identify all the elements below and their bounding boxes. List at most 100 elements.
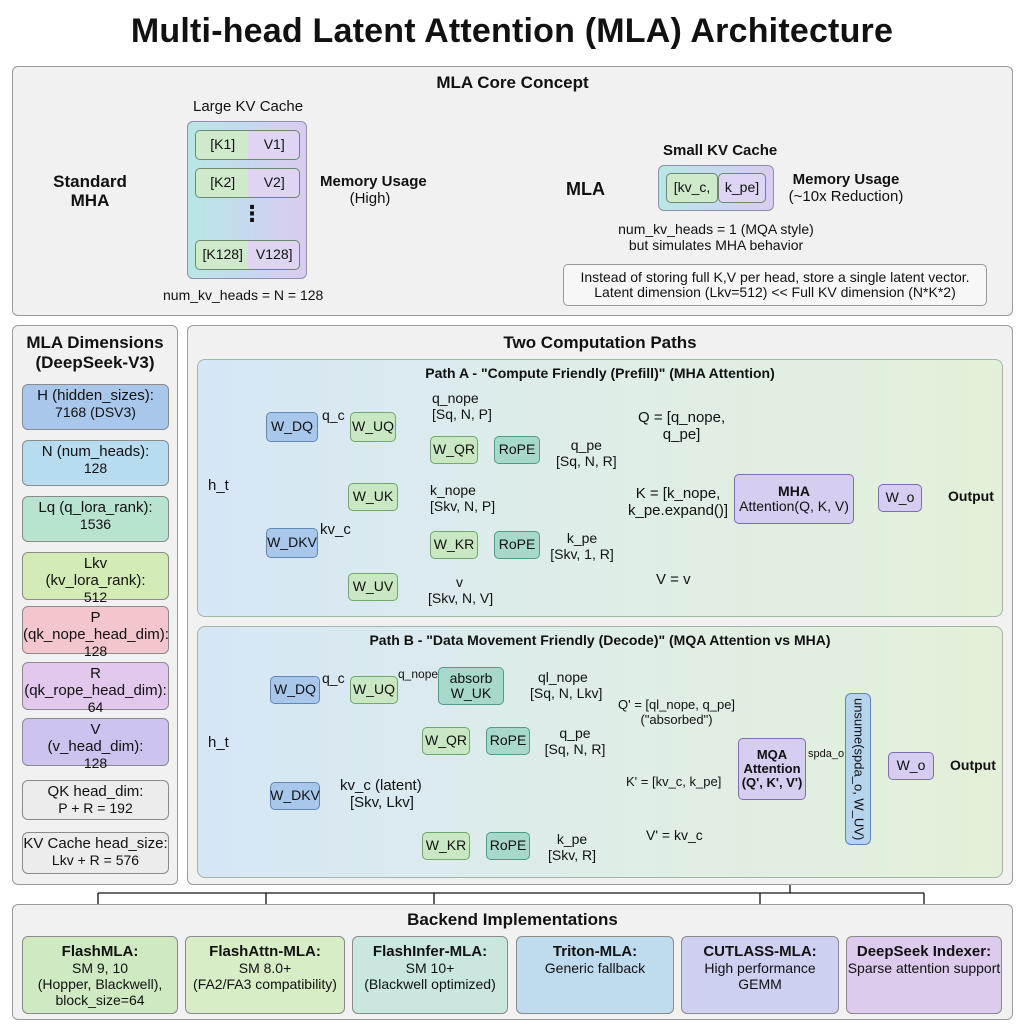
b-w-dkv: W_DKV bbox=[270, 782, 320, 810]
dimension-card: Lkv(kv_lora_rank):512 bbox=[22, 552, 169, 604]
kv-row-128: [K128]V128] bbox=[195, 240, 300, 270]
large-kv-cache-title: Large KV Cache bbox=[193, 98, 304, 115]
dimension-line: KV Cache head_size: bbox=[23, 835, 168, 852]
b-w-dq: W_DQ bbox=[270, 676, 320, 704]
a-w-kr: W_KR bbox=[430, 531, 478, 559]
backends-title: Backend Implementations bbox=[407, 910, 618, 929]
a-w-dq: W_DQ bbox=[266, 412, 318, 442]
dimension-line: 1536 bbox=[79, 515, 112, 532]
a-output: Output bbox=[948, 488, 994, 504]
backend-detail: SM 10+ bbox=[405, 960, 455, 977]
b-w-kr: W_KR bbox=[422, 832, 470, 860]
b-w-qr: W_QR bbox=[422, 727, 470, 755]
dimension-line: 7168 (DSV3) bbox=[55, 403, 136, 420]
dimensions-title: MLA Dimensions(DeepSeek-V3) bbox=[26, 333, 164, 372]
backend-detail: block_size=64 bbox=[55, 992, 145, 1009]
a-q-eq: Q = [q_nope,q_pe] bbox=[638, 409, 726, 443]
dimension-line: Lq (q_lora_rank): bbox=[38, 499, 153, 516]
mla-label: MLA bbox=[566, 179, 605, 199]
backend-detail: Generic fallback bbox=[544, 960, 646, 977]
page-title: Multi-head Latent Attention (MLA) Archit… bbox=[130, 12, 894, 50]
backend-card: FlashInfer-MLA:SM 10+(Blackwell optimize… bbox=[352, 936, 508, 1014]
b-q-eq: Q' = [ql_nope, q_pe]("absorbed") bbox=[618, 697, 736, 727]
b-kv-c: kv_c (latent)[Skv, Lkv] bbox=[340, 777, 422, 811]
memory-low-label: Memory Usage(~10x Reduction) bbox=[788, 171, 904, 205]
b-k-eq: K' = [kv_c, k_pe] bbox=[626, 774, 722, 789]
b-output: Output bbox=[950, 757, 996, 773]
dimension-card: N (num_heads):128 bbox=[22, 440, 169, 486]
dimension-line: 128 bbox=[83, 754, 108, 771]
dimension-line: N (num_heads): bbox=[41, 443, 150, 460]
a-w-uv: W_UV bbox=[348, 573, 398, 601]
dimension-card: P(qk_nope_head_dim):128 bbox=[22, 606, 169, 658]
kv-ellipsis: ⋮ bbox=[241, 201, 263, 226]
backend-card: Triton-MLA:Generic fallback bbox=[516, 936, 674, 1014]
dimension-card: Lq (q_lora_rank):1536 bbox=[22, 496, 169, 542]
a-k-nope: k_nope[Skv, N, P] bbox=[430, 482, 496, 514]
a-k-pe: k_pe[Skv, 1, R] bbox=[550, 530, 614, 562]
b-rope-2: RoPE bbox=[486, 832, 530, 860]
k-pe-cell: k_pe] bbox=[718, 173, 766, 203]
b-k-pe: k_pe[Skv, R] bbox=[548, 831, 596, 863]
backend-detail: (Hopper, Blackwell), bbox=[37, 976, 163, 993]
dimension-line: R bbox=[90, 665, 101, 682]
dimension-card: H (hidden_sizes):7168 (DSV3) bbox=[22, 384, 169, 430]
core-note: Instead of storing full K,V per head, st… bbox=[563, 264, 987, 306]
b-unsume: unsume(spda_o, W_UV) bbox=[845, 693, 871, 845]
backend-card: FlashAttn-MLA:SM 8.0+(FA2/FA3 compatibil… bbox=[185, 936, 345, 1014]
backend-name: Triton-MLA: bbox=[552, 943, 638, 960]
backend-detail: SM 8.0+ bbox=[238, 960, 292, 977]
b-h-t: h_t bbox=[208, 734, 229, 751]
backend-card: FlashMLA:SM 9, 10(Hopper, Blackwell),blo… bbox=[22, 936, 178, 1014]
memory-high-label: Memory Usage(High) bbox=[320, 173, 427, 207]
a-rope-2: RoPE bbox=[494, 531, 540, 559]
a-w-qr: W_QR bbox=[430, 436, 478, 464]
backend-detail: (Blackwell optimized) bbox=[364, 976, 496, 993]
dimension-line: P bbox=[90, 609, 101, 626]
core-concept-title: MLA Core Concept bbox=[436, 73, 589, 92]
b-q-c: q_c bbox=[322, 670, 345, 686]
dimension-line: P + R = 192 bbox=[58, 799, 133, 816]
a-q-c: q_c bbox=[322, 407, 345, 423]
dimension-line: V bbox=[90, 721, 101, 738]
b-q-nope: q_nope bbox=[398, 667, 439, 681]
small-kv-cache-title: Small KV Cache bbox=[663, 142, 778, 159]
b-v-eq: V' = kv_c bbox=[646, 827, 703, 843]
dimension-line: QK head_dim: bbox=[47, 783, 144, 800]
b-w-o: W_o bbox=[888, 752, 934, 780]
kv-row-1: [K1]V1] bbox=[195, 130, 300, 160]
dimension-line: 128 bbox=[83, 459, 108, 476]
dimension-line: (kv_lora_rank): bbox=[45, 571, 146, 589]
a-w-uq: W_UQ bbox=[350, 412, 396, 442]
kv-row-2: [K2]V2] bbox=[195, 168, 300, 198]
path-a-panel bbox=[197, 359, 1003, 617]
paths-title: Two Computation Paths bbox=[503, 333, 697, 352]
a-rope-1: RoPE bbox=[494, 436, 540, 464]
standard-heads-label: num_kv_heads = N = 128 bbox=[163, 287, 324, 303]
backend-detail: (FA2/FA3 compatibility) bbox=[193, 976, 337, 993]
backend-card: DeepSeek Indexer:Sparse attention suppor… bbox=[846, 936, 1002, 1014]
dimension-card: QK head_dim:P + R = 192 bbox=[22, 780, 169, 820]
path-a-title: Path A - "Compute Friendly (Prefill)" (M… bbox=[425, 365, 775, 381]
b-ql-nope: ql_nope[Sq, N, Lkv] bbox=[530, 669, 603, 701]
a-w-dkv: W_DKV bbox=[266, 528, 318, 558]
b-spda-o: spda_o bbox=[808, 748, 845, 760]
b-w-uq: W_UQ bbox=[350, 676, 398, 704]
b-rope-1: RoPE bbox=[486, 727, 530, 755]
a-k-eq: K = [k_nope,k_pe.expand()] bbox=[628, 485, 729, 519]
dimension-line: 64 bbox=[87, 698, 104, 715]
backend-name: FlashAttn-MLA: bbox=[209, 943, 321, 960]
dimension-line: (qk_nope_head_dim): bbox=[23, 625, 169, 643]
dimension-line: Lkv bbox=[83, 555, 108, 572]
dimension-line: Lkv + R = 576 bbox=[51, 851, 140, 868]
backend-name: DeepSeek Indexer: bbox=[856, 943, 992, 960]
backend-detail: Sparse attention support bbox=[847, 960, 1001, 977]
dimension-line: 512 bbox=[83, 588, 108, 605]
a-kv-c: kv_c bbox=[320, 521, 351, 538]
mla-heads-label: num_kv_heads = 1 (MQA style)but simulate… bbox=[618, 221, 814, 253]
a-q-pe: q_pe[Sq, N, R] bbox=[556, 437, 617, 469]
